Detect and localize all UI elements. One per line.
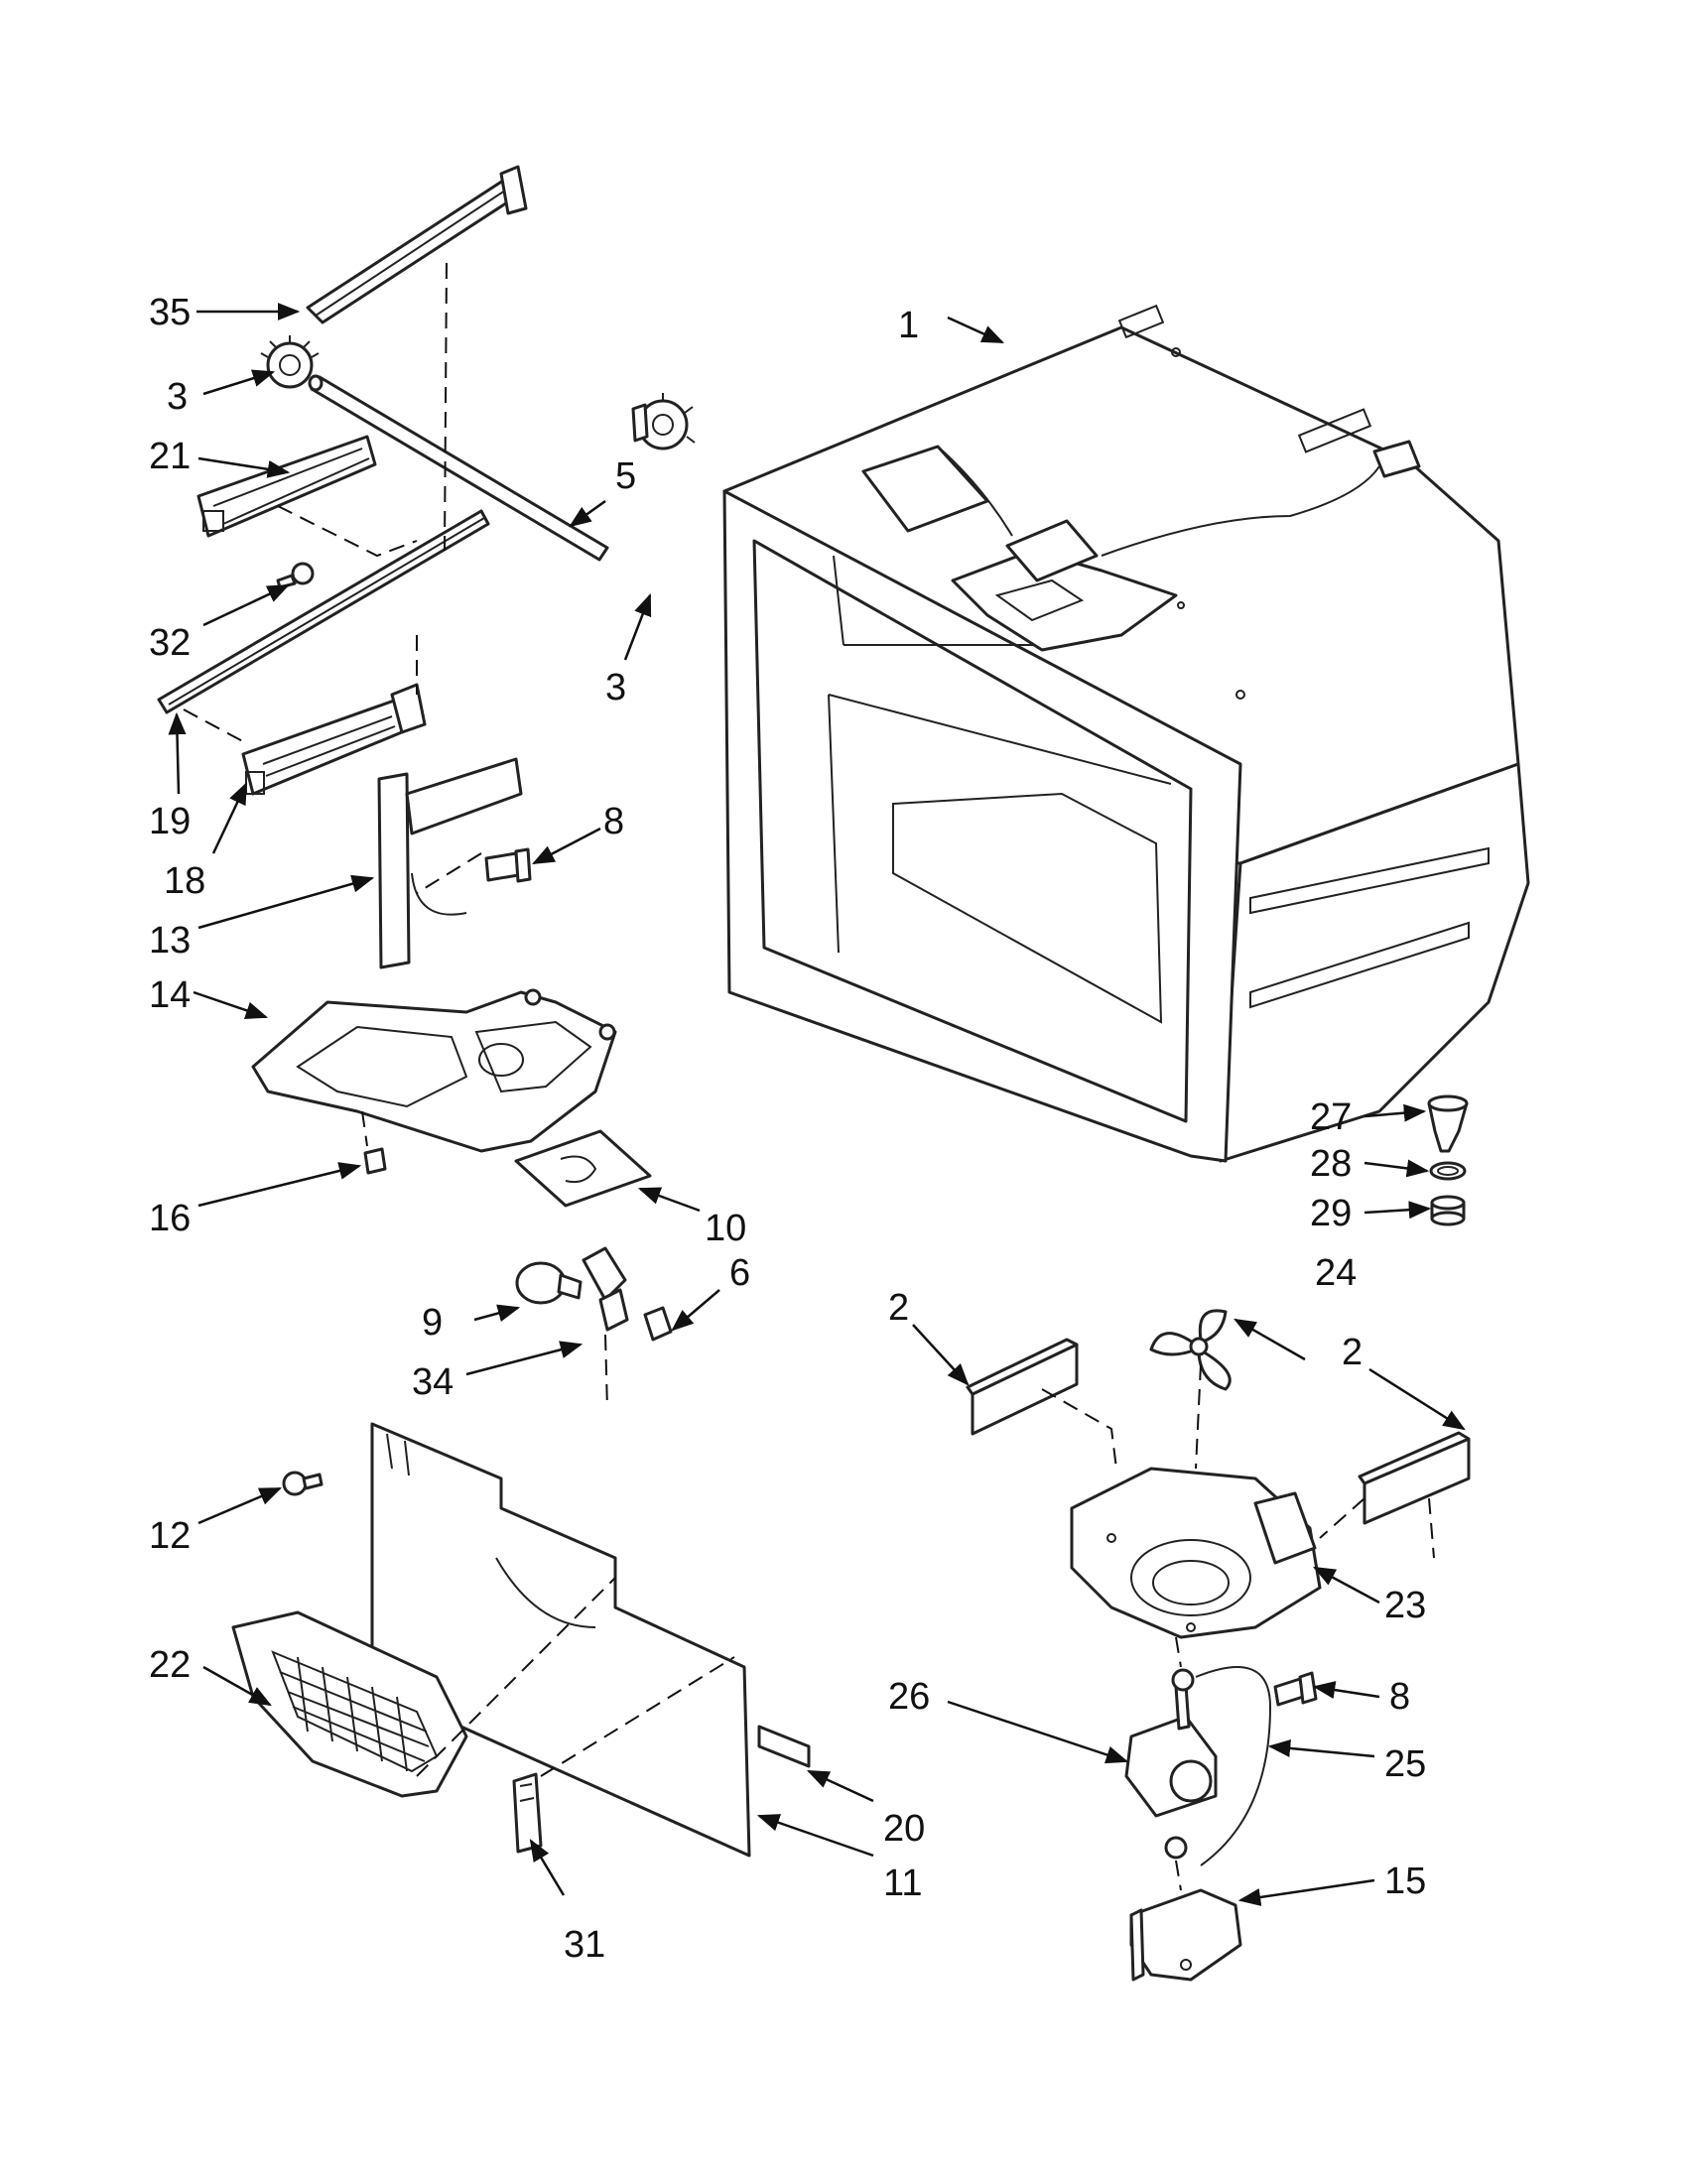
callout-3-lower: 3 (605, 667, 626, 708)
fan-motor-part[interactable] (1124, 1668, 1218, 1818)
shaft-part[interactable] (308, 374, 609, 562)
callout-8-upper: 8 (603, 801, 624, 842)
callout-8-lower: 8 (1389, 1676, 1410, 1718)
motor-bracket-part[interactable] (1129, 1836, 1242, 1982)
callout-25: 25 (1384, 1743, 1426, 1785)
gear-part-upper[interactable] (260, 335, 320, 389)
callout-12: 12 (149, 1515, 191, 1557)
rail-bracket-part-18[interactable] (241, 683, 427, 796)
grille-part[interactable] (231, 1610, 468, 1798)
callout-2-left: 2 (888, 1287, 909, 1329)
lamp-connector-part-6[interactable] (643, 1306, 673, 1342)
callout-6: 6 (729, 1252, 750, 1294)
callout-31: 31 (564, 1924, 605, 1966)
drain-gasket-part[interactable] (1429, 1161, 1467, 1181)
alignment-lines (183, 262, 1435, 1891)
clip-part-16[interactable] (363, 1147, 387, 1175)
callout-10: 10 (705, 1208, 746, 1249)
callout-leaders (168, 303, 1466, 1906)
lamp-socket-part-34[interactable] (582, 1246, 629, 1332)
callout-11: 11 (883, 1863, 922, 1904)
callout-24: 24 (1315, 1252, 1357, 1294)
gear-part-lower[interactable] (631, 393, 696, 450)
callout-34: 34 (412, 1361, 454, 1403)
callout-23: 23 (1384, 1585, 1426, 1626)
lamp-bulb-part[interactable] (515, 1261, 583, 1305)
callout-2-right: 2 (1342, 1332, 1363, 1373)
slide-rail-part-19[interactable] (157, 509, 490, 714)
callout-35: 35 (149, 292, 191, 333)
fan-blade-part[interactable] (1149, 1309, 1232, 1391)
callout-21: 21 (149, 436, 191, 477)
callout-15: 15 (1384, 1861, 1426, 1902)
callout-32: 32 (149, 622, 191, 664)
callout-18: 18 (164, 860, 205, 902)
ice-tray-part[interactable] (251, 988, 617, 1153)
callout-labels: 35 3 21 5 3 32 19 18 8 13 14 16 10 9 34 … (149, 292, 1426, 1966)
screw-part-32[interactable] (276, 562, 315, 589)
freezer-liner-part[interactable] (722, 304, 1530, 1163)
screw-part-8-lower[interactable] (1273, 1671, 1318, 1707)
callout-13: 13 (149, 920, 191, 962)
callout-19: 19 (149, 801, 191, 842)
fan-housing-part[interactable] (1070, 1467, 1322, 1639)
drain-cap-part[interactable] (1430, 1195, 1466, 1226)
top-rail-part[interactable] (306, 165, 528, 324)
callout-14: 14 (149, 974, 191, 1016)
side-bracket-part[interactable] (377, 757, 523, 969)
rear-panel-part[interactable] (370, 1422, 751, 1858)
drain-cup-part[interactable] (1427, 1094, 1469, 1153)
vent-slot-part-20[interactable] (757, 1725, 811, 1768)
callout-29: 29 (1310, 1193, 1352, 1234)
callout-22: 22 (149, 1644, 191, 1686)
screw-part-8-upper[interactable] (484, 847, 532, 883)
callout-9: 9 (422, 1302, 443, 1344)
thermistor-part[interactable] (512, 1772, 543, 1854)
screw-part-12[interactable] (282, 1471, 324, 1496)
wire-harness-part[interactable] (1195, 1666, 1272, 1866)
callout-28: 28 (1310, 1143, 1352, 1185)
callout-26: 26 (888, 1676, 930, 1718)
callout-3-upper: 3 (167, 376, 188, 418)
insulation-block-part-left[interactable] (966, 1338, 1079, 1436)
callout-1: 1 (898, 305, 919, 346)
rail-bracket-part-21[interactable] (196, 435, 377, 538)
callout-5: 5 (615, 455, 636, 497)
callout-20: 20 (883, 1808, 925, 1850)
callout-16: 16 (149, 1198, 191, 1239)
gasket-part-10[interactable] (514, 1129, 652, 1208)
insulation-block-part-right[interactable] (1358, 1431, 1471, 1525)
callout-27: 27 (1310, 1096, 1352, 1138)
